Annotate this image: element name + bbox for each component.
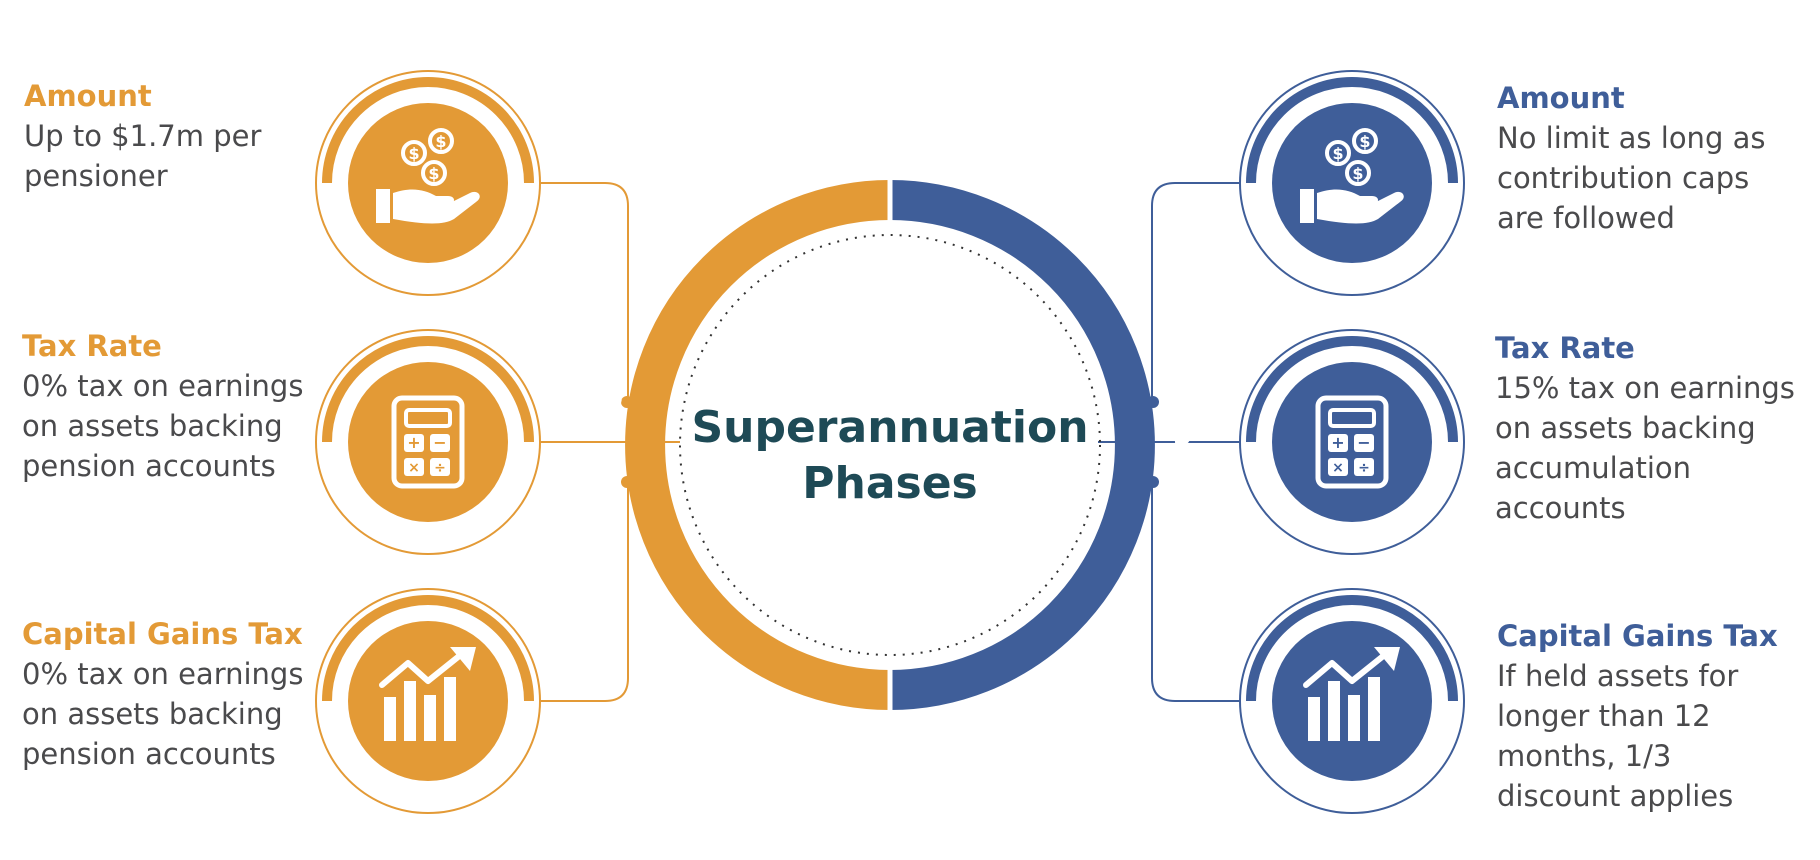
pension-icon-circle-2 (315, 329, 541, 555)
pension-icon-circle-3 (315, 588, 541, 814)
accumulation-icon-circle-3 (1239, 588, 1465, 814)
pension-tax-rate-text: 0% tax on earnings on assets backing pen… (22, 369, 304, 483)
accumulation-tax-rate-block: Tax Rate 15% tax on earnings on assets b… (1495, 328, 1805, 528)
pension-tax-rate-block: Tax Rate 0% tax on earnings on assets ba… (22, 326, 322, 486)
accumulation-icon-circle-1 (1239, 70, 1465, 296)
accumulation-amount-heading: Amount (1497, 81, 1625, 115)
inner-dotted-circle (679, 234, 1101, 656)
pension-amount-block: Amount Up to $1.7m per pensioner (24, 76, 324, 196)
accumulation-amount-block: Amount No limit as long as contribution … (1497, 78, 1802, 238)
accumulation-cgt-block: Capital Gains Tax If held assets for lon… (1497, 616, 1802, 816)
pension-cgt-heading: Capital Gains Tax (22, 617, 303, 651)
pension-arc (625, 180, 891, 710)
pension-icon-circle-1 (315, 70, 541, 296)
pension-amount-heading: Amount (24, 79, 152, 113)
pension-cgt-text: 0% tax on earnings on assets backing pen… (22, 657, 304, 771)
accumulation-arc (889, 180, 1155, 710)
title-line-1: Superannuation (691, 402, 1089, 453)
accumulation-cgt-text: If held assets for longer than 12 months… (1497, 659, 1739, 813)
accumulation-tax-rate-heading: Tax Rate (1495, 331, 1635, 365)
accumulation-amount-text: No limit as long as contribution caps ar… (1497, 121, 1766, 235)
pension-tax-rate-heading: Tax Rate (22, 329, 162, 363)
pension-icons (315, 70, 541, 814)
accumulation-icons (1239, 70, 1465, 814)
center-title: Superannuation Phases (690, 400, 1090, 512)
title-line-2: Phases (802, 458, 978, 509)
accumulation-icon-circle-2 (1239, 329, 1465, 555)
pension-cgt-block: Capital Gains Tax 0% tax on earnings on … (22, 614, 322, 774)
pension-arc-label: Pension (592, 393, 629, 518)
accumulation-tax-rate-text: 15% tax on earnings on assets backing ac… (1495, 371, 1795, 525)
accumulation-cgt-heading: Capital Gains Tax (1497, 619, 1778, 653)
pension-amount-text: Up to $1.7m per pensioner (24, 119, 262, 193)
